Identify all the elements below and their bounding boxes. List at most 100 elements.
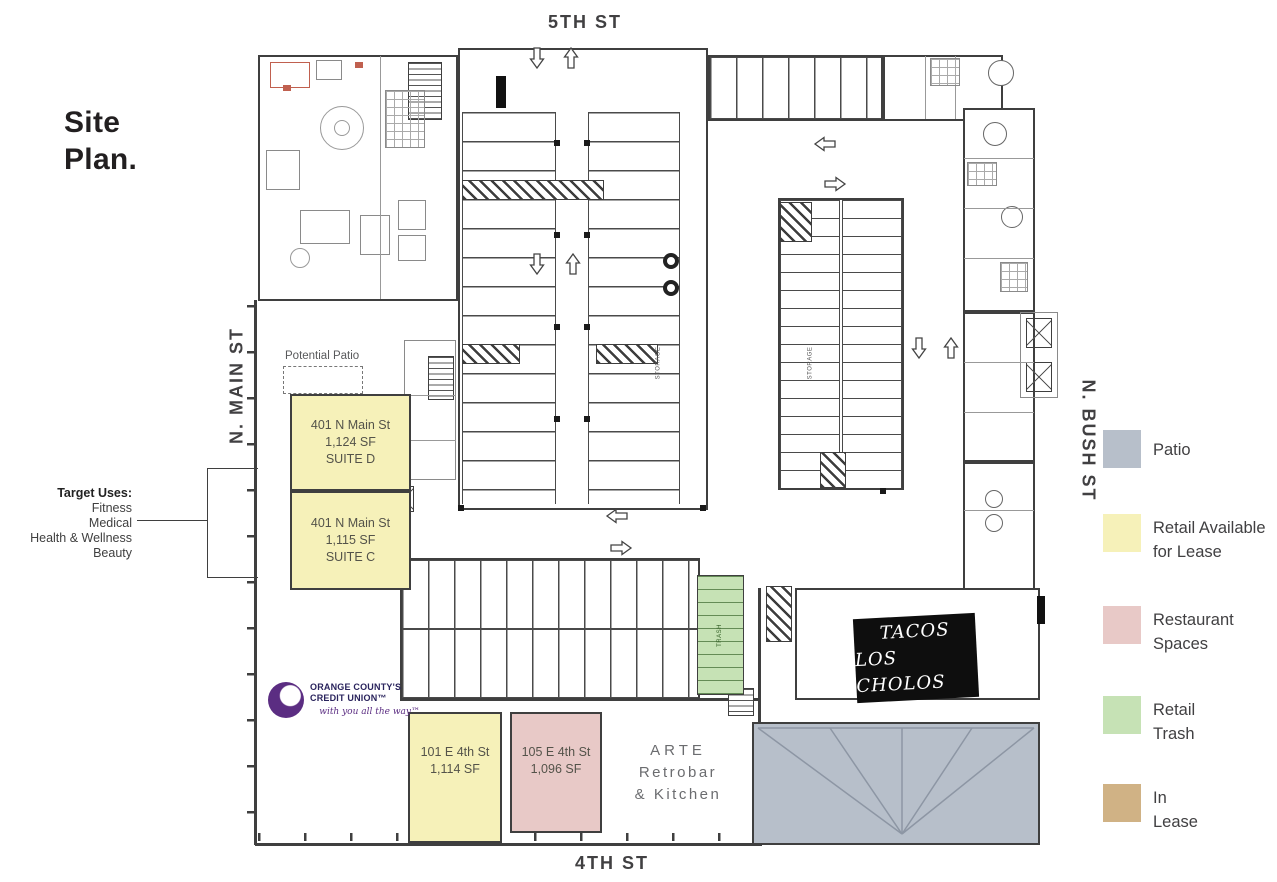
callout-line (207, 468, 258, 469)
suite-area: 1,115 SF (325, 533, 376, 547)
room-divider (964, 510, 1034, 511)
suite-name: SUITE C (325, 550, 376, 564)
suite-address: 401 N Main St (310, 418, 391, 432)
down-arrow-icon (529, 45, 545, 71)
retail-trash-zone: TRASH (697, 575, 744, 695)
column (584, 140, 590, 146)
left-arrow-icon (812, 136, 838, 152)
target-use-item: Fitness (91, 501, 132, 515)
room-divider (964, 362, 1034, 363)
right-arrow-icon (822, 176, 848, 192)
suite-105-zone: 105 E 4th St 1,096 SF (510, 712, 602, 833)
arte-line3: & Kitchen (634, 786, 722, 803)
storage-label: STORAGE (807, 346, 814, 380)
suite-d-zone: 401 N Main St 1,124 SF SUITE D (290, 394, 411, 491)
trash-label: TRASH (717, 623, 723, 647)
elevator-lobby (1020, 312, 1058, 398)
tacos-los-cholos-logo: TACOS LOS CHOLOS (852, 612, 980, 704)
tacos-line1: TACOS (879, 619, 951, 644)
furniture (360, 215, 390, 255)
kitchen-fixture (1000, 262, 1028, 292)
room-divider (955, 56, 956, 119)
column (700, 505, 706, 511)
parking-stalls (402, 629, 698, 698)
occu-crescent-icon (268, 682, 304, 718)
wall-segment (1037, 596, 1045, 624)
stairwell (428, 356, 454, 400)
suite-address: 105 E 4th St (521, 745, 591, 759)
legend-label-restaurant: Restaurant Spaces (1153, 611, 1234, 653)
west-colonnade (247, 305, 254, 843)
fitness-equipment (385, 90, 425, 148)
furniture (300, 210, 350, 244)
column (584, 324, 590, 330)
down-arrow-icon (529, 251, 545, 277)
legend-label-trash: Retail Trash (1153, 701, 1196, 743)
column (458, 505, 464, 511)
target-use-item: Beauty (93, 546, 132, 560)
page-title: Site Plan. (64, 106, 138, 176)
equipment-circle (985, 490, 1003, 508)
parking-stalls (462, 112, 556, 504)
street-label-4th: 4TH ST (574, 853, 649, 873)
parking-stalls (842, 200, 902, 488)
column (584, 416, 590, 422)
ramp-hatch (462, 344, 520, 364)
occu-name-line1: ORANGE COUNTY'S (310, 682, 402, 692)
equipment-circle (985, 514, 1003, 532)
furniture (316, 60, 342, 80)
arte-line2: Retrobar (638, 764, 718, 781)
column (554, 232, 560, 238)
up-arrow-icon (565, 251, 581, 277)
furniture (290, 248, 310, 268)
target-use-item: Health & Wellness (30, 531, 132, 545)
column (554, 416, 560, 422)
suite-101-zone: 101 E 4th St 1,114 SF (408, 712, 502, 843)
suite-name: SUITE D (325, 452, 376, 466)
restroom (398, 235, 426, 261)
storage-label: STORAGE (655, 346, 662, 380)
south-wall (255, 843, 762, 846)
room-divider (964, 208, 1034, 209)
legend-label-patio: Patio (1153, 441, 1191, 459)
suite-address: 401 N Main St (310, 516, 391, 530)
legend-swatch-restaurant (1103, 606, 1141, 644)
suite-c-zone: 401 N Main St 1,115 SF SUITE C (290, 491, 411, 590)
street-label-5th: 5TH ST (547, 12, 622, 32)
column-circle (663, 280, 679, 296)
round-table-center (334, 120, 350, 136)
suite-area: 1,124 SF (325, 435, 376, 449)
legend-swatch-retail (1103, 514, 1141, 552)
elevator (1026, 318, 1052, 348)
kitchen-fixture (930, 58, 960, 86)
ramp-hatch (596, 344, 658, 364)
tacos-line2: LOS CHOLOS (854, 648, 947, 698)
room-divider (964, 258, 1034, 259)
parking-stalls (402, 560, 698, 629)
spiral-stair (988, 60, 1014, 86)
room-divider (964, 412, 1034, 413)
column (880, 488, 886, 494)
potential-patio-label: Potential Patio (285, 350, 360, 362)
wall-segment (496, 76, 506, 108)
arte-line1: ARTE (650, 742, 706, 759)
occu-tagline: with you all the way™ (319, 707, 420, 717)
legend-label-retail: Retail Available for Lease (1153, 519, 1266, 561)
up-arrow-icon (943, 335, 959, 361)
tenant-demising-wall (758, 588, 761, 722)
room-divider (404, 395, 456, 396)
left-arrow-icon (604, 508, 630, 524)
kitchen-fixture (967, 162, 997, 186)
furniture (266, 150, 300, 190)
retail-front-wall (400, 698, 760, 701)
down-arrow-icon (911, 335, 927, 361)
right-arrow-icon (608, 540, 634, 556)
ramp-hatch (820, 452, 846, 488)
restroom (398, 200, 426, 230)
south-colonnade (258, 833, 758, 841)
ramp-hatch (462, 180, 604, 200)
target-use-item: Medical (88, 516, 132, 530)
up-arrow-icon (563, 45, 579, 71)
street-label-main: N. MAIN ST (226, 327, 247, 444)
callout-line (207, 468, 208, 578)
